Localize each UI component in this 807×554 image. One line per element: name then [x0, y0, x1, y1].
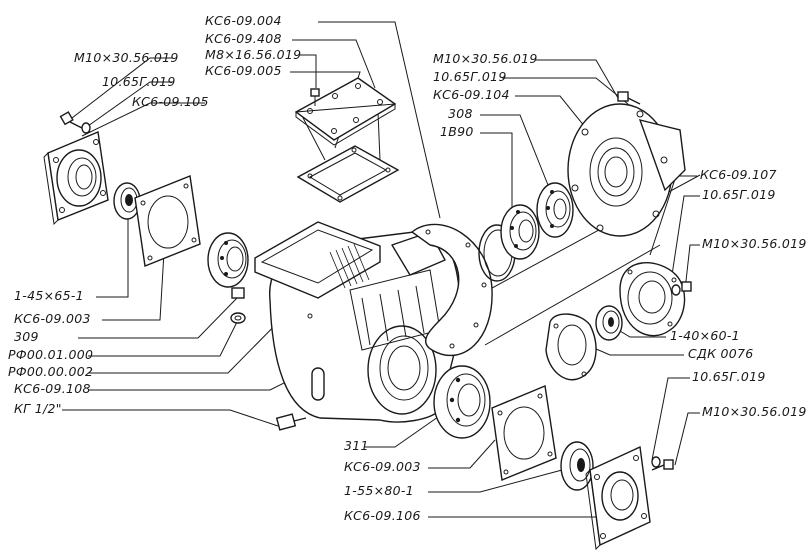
label-ks6-09-105: КС6-09.105 [132, 94, 209, 109]
label-kg-1-2: КГ 1/2" [14, 401, 62, 416]
label-rf-00-002: РФ00.00.002 [8, 364, 94, 379]
label-ks6-09-104: КС6-09.104 [433, 87, 510, 102]
label-ks6-09-408: КС6-09.408 [205, 31, 282, 46]
label-1v90: 1В90 [440, 124, 474, 139]
label-311: 311 [344, 438, 369, 453]
plug-rf [230, 287, 246, 324]
bearing-308-b [536, 182, 574, 238]
label-ks6-09-005: КС6-09.005 [205, 63, 282, 78]
bottom-gasket [491, 385, 557, 481]
label-seal-40x60: 1-40×60-1 [670, 328, 740, 343]
label-m10x30-left: М10×30.56.019 [74, 50, 179, 65]
label-sdk0076: СДК 0076 [688, 346, 754, 361]
label-seal-45x65: 1-45×65-1 [14, 288, 84, 303]
left-bolt [59, 111, 91, 134]
bearing-309 [207, 232, 249, 288]
top-bolt-m8 [310, 88, 320, 106]
left-flange [43, 131, 109, 226]
top-cover-plate [294, 77, 397, 146]
label-ks6-09-107: КС6-09.107 [700, 167, 777, 182]
topright-bolt [617, 91, 641, 105]
sdk-gasket [545, 313, 597, 381]
label-rf-01-000: РФ00.01.000 [8, 347, 94, 362]
seal-45x65 [113, 182, 141, 220]
label-ks6-09-106: КС6-09.106 [344, 508, 421, 523]
bearing-311 [433, 365, 491, 439]
right-big-flange [567, 103, 686, 237]
label-ks6-09-003-bottom: КС6-09.003 [344, 459, 421, 474]
label-m10x30-topright: М10×30.56.019 [433, 51, 538, 66]
bottom-flange [585, 445, 651, 551]
label-m8x16: М8×16.56.019 [205, 47, 302, 62]
label-309: 309 [14, 329, 39, 344]
label-10-65g-left: 10.65Г.019 [102, 74, 176, 89]
large-gasket [410, 223, 493, 356]
label-seal-55x80: 1-55×80-1 [344, 483, 414, 498]
label-308: 308 [448, 106, 473, 121]
label-ks6-09-003-left: КС6-09.003 [14, 311, 91, 326]
label-m10x30-bottomright: М10×30.56.019 [702, 404, 807, 419]
top-gasket [296, 145, 400, 203]
label-10-65g-right: 10.65Г.019 [702, 187, 776, 202]
left-gasket [134, 175, 201, 267]
label-ks6-09-004: КС6-09.004 [205, 13, 282, 28]
seal-55x80 [560, 441, 594, 491]
right-small-flange [619, 262, 686, 337]
label-m10x30-right: М10×30.56.019 [702, 236, 807, 251]
right-bolt [671, 281, 692, 296]
bearing-308 [500, 204, 540, 260]
seal-40x60 [595, 305, 623, 341]
main-housing [254, 221, 461, 423]
label-10-65g-bottomright: 10.65Г.019 [692, 369, 766, 384]
drain-plug [275, 413, 307, 431]
label-10-65g-topright: 10.65Г.019 [433, 69, 507, 84]
bottomright-bolt [651, 456, 674, 471]
label-ks6-09-108: КС6-09.108 [14, 381, 91, 396]
